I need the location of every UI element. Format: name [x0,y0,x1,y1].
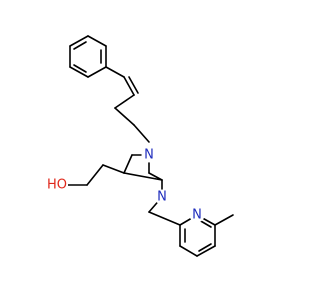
nitrogen-upper-label: N [144,148,154,163]
atom-labels: N N N HO [47,147,205,223]
bond [73,41,87,50]
bond [69,35,89,47]
bond [133,124,150,143]
bond [123,172,163,181]
bond [128,76,139,94]
nitrogen-pyridine-label: N [192,208,202,223]
bond [69,66,89,78]
molecule-drawing: N N N HO [47,35,234,257]
bond [196,245,216,257]
bond [73,64,87,73]
bond [123,154,133,174]
nitrogen-lower-label: N [157,190,167,205]
bond [148,211,181,226]
nitrogen-upper: N [141,147,157,163]
bond [102,164,125,174]
structure-canvas: N N N HO [46,35,234,257]
bond [86,164,104,186]
bond [179,245,198,257]
bond [214,214,234,226]
hydroxyl-label: HO [47,178,67,193]
bond [114,107,135,126]
bond [87,35,107,47]
nitrogen-pyridine: N [189,207,205,223]
nitrogen-lower: N [154,189,170,205]
bond [114,94,135,109]
hydroxyl-group: HO [47,177,68,193]
bond [105,66,125,78]
bond [87,66,107,78]
bond [198,243,212,252]
bond [123,76,135,96]
bonds [65,35,234,257]
